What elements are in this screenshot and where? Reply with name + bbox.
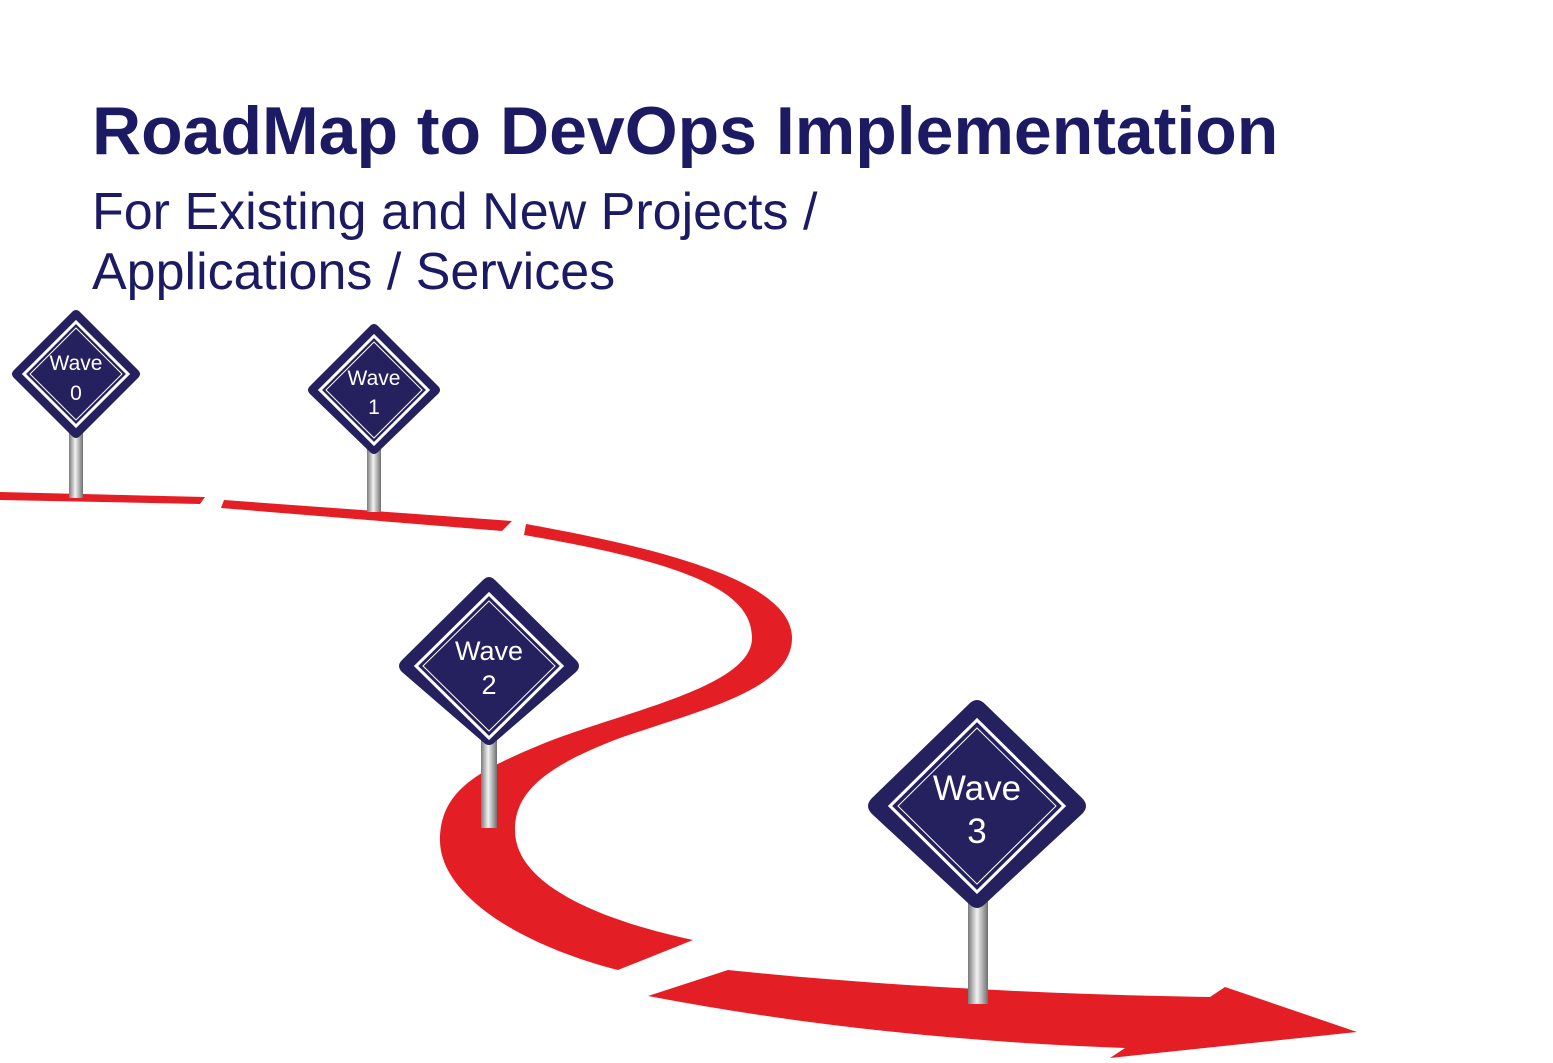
wave-3-sign: Wave 3 — [868, 700, 1086, 1004]
sign-inner-border — [21, 319, 131, 429]
road-segment-2 — [221, 500, 512, 531]
sign-inner-line — [29, 327, 123, 421]
wave-2-number: 2 — [481, 670, 496, 700]
wave-3-number: 3 — [967, 812, 986, 851]
wave-1-number: 1 — [368, 396, 380, 419]
sign-pole — [968, 898, 988, 1004]
sign-inner-line — [325, 341, 423, 439]
wave-0-label: Wave — [50, 352, 103, 375]
sign-pole — [367, 446, 381, 512]
road — [0, 492, 1357, 1058]
road-segment-1 — [0, 492, 205, 504]
road-arrow — [648, 970, 1357, 1058]
sign-board — [868, 700, 1086, 908]
page-subtitle: For Existing and New Projects / Applicat… — [92, 182, 817, 302]
subtitle-line-1: For Existing and New Projects / — [92, 183, 818, 241]
sign-inner-border — [413, 591, 565, 741]
subtitle-line-2: Applications / Services — [92, 243, 616, 301]
sign-inner-border — [317, 333, 431, 447]
wave-0-number: 0 — [70, 382, 82, 405]
sign-board — [12, 310, 140, 438]
page-title: RoadMap to DevOps Implementation — [92, 93, 1279, 169]
wave-0-sign: Wave 0 — [12, 310, 140, 498]
sign-board — [399, 577, 579, 745]
sign-pole — [69, 430, 83, 498]
sign-pole — [481, 740, 497, 828]
wave-3-label: Wave — [933, 769, 1021, 808]
wave-2-sign: Wave 2 — [399, 577, 579, 828]
sign-inner-line — [422, 600, 556, 732]
sign-inner-border — [887, 717, 1067, 895]
wave-2-label: Wave — [455, 636, 523, 666]
sign-inner-line — [897, 727, 1057, 885]
wave-1-sign: Wave 1 — [308, 324, 440, 512]
wave-1-label: Wave — [348, 367, 401, 390]
sign-board — [308, 324, 440, 454]
